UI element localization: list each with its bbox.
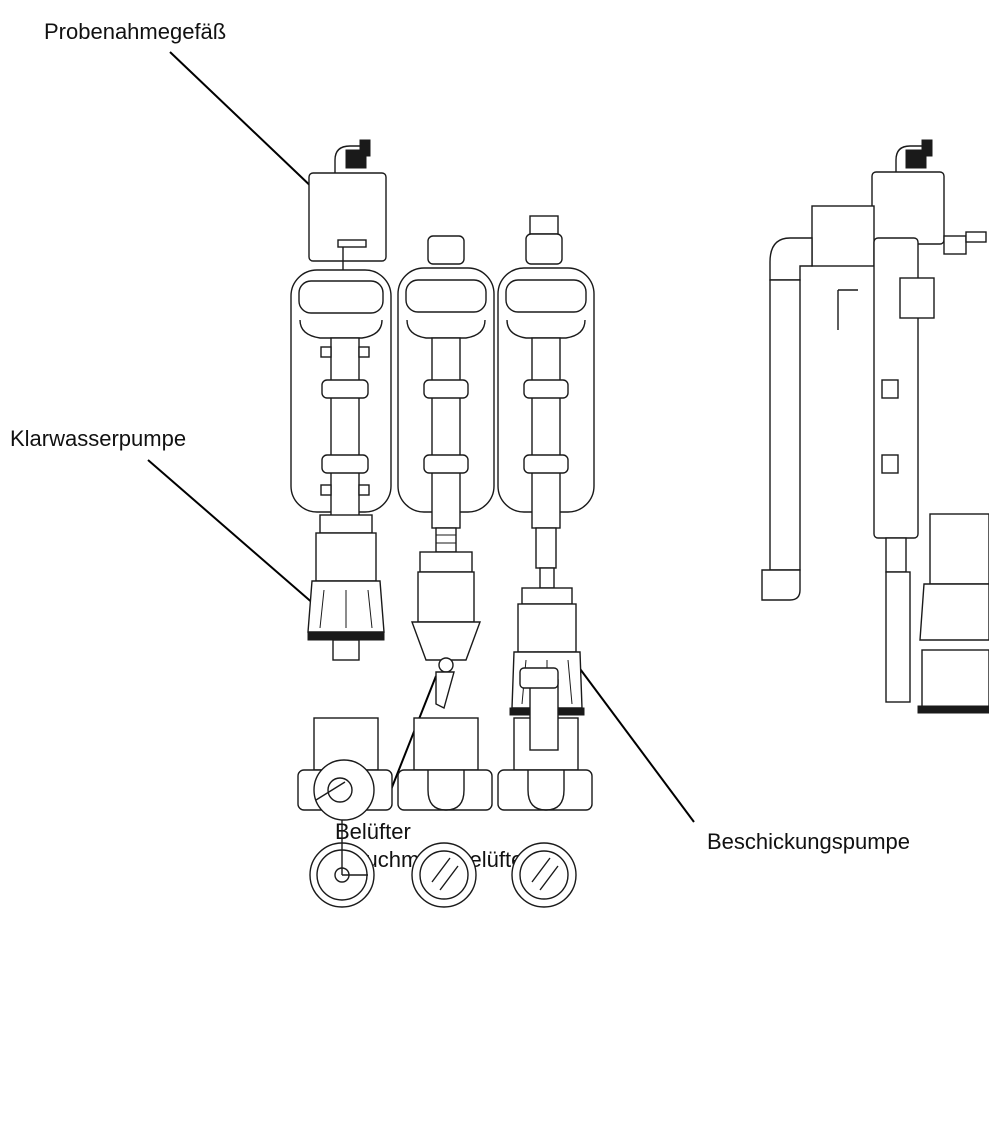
- leader-clear-water-pump: [147, 459, 316, 606]
- aerator-tip: [435, 671, 455, 710]
- side-tap: [943, 235, 967, 255]
- tube-clamp-1: [321, 379, 369, 399]
- side-vessel: [871, 171, 945, 245]
- feed-coupling: [535, 527, 557, 569]
- riser-tube: [330, 337, 360, 519]
- top-right-pump-inner: [519, 850, 569, 900]
- label-sampling-vessel: Probenahmegefäß: [44, 19, 227, 44]
- top-left-vessel-inner: [327, 777, 353, 803]
- feed-clamp-1: [523, 379, 569, 399]
- label-aerator-line1: Belüfter: [335, 819, 411, 844]
- side-vessel-elbow: [895, 145, 922, 172]
- vessel-fitting-top: [359, 139, 371, 157]
- side-coupling: [885, 537, 907, 573]
- side-view-assembly: [761, 139, 989, 714]
- feed-neck: [539, 567, 555, 589]
- side-down-pipe: [885, 571, 911, 703]
- feed-top-fitting: [529, 215, 559, 235]
- side-base-ring: [917, 705, 989, 714]
- clear-water-pump-assembly: [290, 139, 392, 661]
- pump-rib-3: [367, 589, 373, 629]
- frame-lug-2: [358, 346, 370, 358]
- aerator-head: [419, 551, 473, 573]
- frame-lug-4: [358, 484, 370, 496]
- pump-head: [319, 514, 373, 534]
- side-tap-handle: [965, 231, 987, 243]
- aerator-tube: [431, 337, 461, 529]
- feed-pump-head: [521, 587, 573, 605]
- aerator-top-cap: [427, 235, 465, 265]
- side-pump-housing: [919, 583, 989, 641]
- side-vessel-fitting-top: [921, 139, 933, 157]
- top-view-assembly: [297, 667, 593, 908]
- side-hook: [837, 289, 858, 330]
- feed-pump-motor: [517, 603, 577, 653]
- pump-outlet: [332, 639, 360, 661]
- side-pump-motor: [929, 513, 989, 585]
- top-mid-plate: [397, 769, 493, 811]
- feed-tube: [531, 337, 561, 529]
- aerator-frame-handle: [405, 279, 487, 313]
- aerator-clamp-1: [423, 379, 469, 399]
- aerator-motor: [417, 571, 475, 623]
- top-mid-saddle: [427, 770, 465, 811]
- top-right-riser-cap: [519, 667, 559, 689]
- vessel-elbow: [334, 145, 362, 173]
- side-pipe-foot: [761, 569, 801, 601]
- vessel-tap: [337, 239, 367, 248]
- side-arm: [899, 277, 935, 319]
- feed-top-cap: [525, 233, 563, 265]
- top-mid-pipe: [431, 857, 459, 891]
- side-pipe: [769, 279, 801, 571]
- feed-clamp-2: [523, 454, 569, 474]
- top-left-vessel: [313, 759, 375, 821]
- label-clear-water-pump: Klarwasserpumpe: [10, 426, 187, 451]
- frame-lug-1: [320, 346, 332, 358]
- feed-frame-handle: [505, 279, 587, 313]
- top-right-pump: [511, 842, 577, 908]
- label-feed-pump: Beschickungspumpe: [707, 829, 911, 854]
- frame-handle: [298, 280, 384, 314]
- tube-clamp-2: [321, 454, 369, 474]
- side-clip-1: [881, 379, 899, 399]
- aerator-assembly: [397, 235, 495, 710]
- aerator-clamp-2: [423, 454, 469, 474]
- pump-base-ring: [307, 631, 385, 641]
- feed-pump-assembly: [497, 215, 595, 716]
- top-right-riser: [529, 679, 559, 751]
- top-mid-bracket: [413, 717, 479, 771]
- side-lower-unit: [921, 649, 989, 711]
- side-vessel-fitting: [905, 149, 927, 169]
- aerator-nozzle: [438, 657, 454, 673]
- leader-lines: [147, 51, 695, 823]
- frame-lug-3: [320, 484, 332, 496]
- aerator-diffuser: [410, 621, 482, 661]
- leader-feed-pump: [562, 645, 695, 823]
- top-mid-pump: [411, 842, 477, 908]
- top-mid-pump-inner: [419, 850, 469, 900]
- side-pipe-elbow: [769, 237, 813, 281]
- pump-rib-1: [319, 589, 325, 629]
- top-left-pipe: [315, 781, 346, 801]
- feed-rib-3: [567, 659, 573, 705]
- pump-motor: [315, 532, 377, 582]
- top-right-saddle: [527, 770, 565, 811]
- side-bracket: [811, 205, 875, 267]
- side-clip-2: [881, 454, 899, 474]
- top-right-pipe: [531, 857, 559, 891]
- top-right-plate: [497, 769, 593, 811]
- sampling-vessel-body: [308, 172, 387, 262]
- aerator-coupling: [435, 527, 457, 553]
- leader-sampling-vessel: [169, 51, 319, 194]
